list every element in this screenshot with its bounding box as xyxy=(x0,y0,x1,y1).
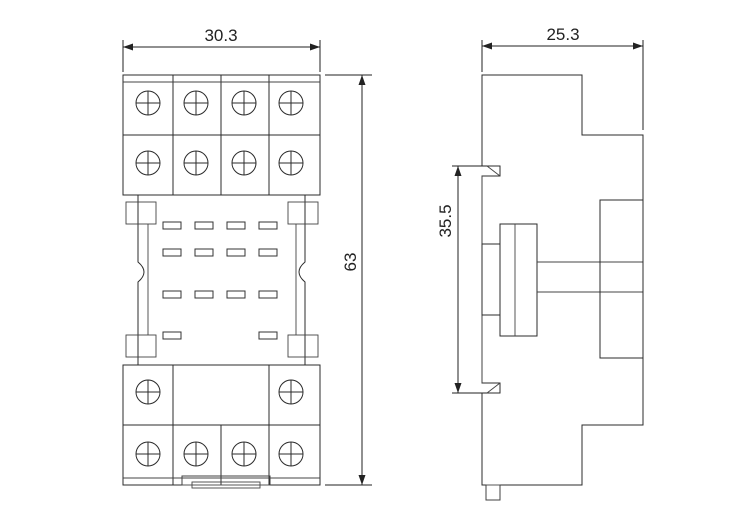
width-dimension: 30.3 xyxy=(122,26,321,72)
terminal-screw-icon xyxy=(135,150,161,176)
bottom-terminal-grid xyxy=(123,365,320,489)
pin-slot xyxy=(162,331,182,340)
terminal-screw-icon xyxy=(278,441,304,467)
top-terminal-grid xyxy=(123,75,320,195)
depth-dimension: 25.3 xyxy=(481,25,644,130)
front-view xyxy=(122,74,321,489)
terminal-screw-icon xyxy=(183,90,209,116)
height-dimension: 63 xyxy=(325,74,372,486)
terminal-screw-icon xyxy=(231,90,257,116)
rail-dimension-label: 35.5 xyxy=(436,204,455,237)
pin-slot xyxy=(194,290,214,299)
terminal-screw-icon xyxy=(278,150,304,176)
pin-slots xyxy=(162,221,278,340)
terminal-screw-icon xyxy=(278,379,304,405)
pin-slot xyxy=(162,290,182,299)
height-dimension-label: 63 xyxy=(341,253,360,272)
pin-slot xyxy=(226,221,246,230)
rail-dimension: 35.5 xyxy=(436,165,487,394)
pin-slot xyxy=(162,221,182,230)
terminal-screw-icon xyxy=(278,90,304,116)
terminal-screw-icon xyxy=(231,150,257,176)
terminal-screw-icon xyxy=(135,379,161,405)
pin-slot xyxy=(258,248,278,257)
terminal-screw-icon xyxy=(135,441,161,467)
pin-slot xyxy=(226,248,246,257)
terminal-screw-icon xyxy=(183,150,209,176)
pin-slot xyxy=(258,331,278,340)
terminal-screw-icon xyxy=(231,441,257,467)
middle-section xyxy=(123,194,320,366)
terminal-screw-icon xyxy=(183,441,209,467)
side-outline xyxy=(481,74,644,501)
width-dimension-label: 30.3 xyxy=(204,26,237,45)
pin-slot xyxy=(258,290,278,299)
side-view xyxy=(481,74,644,501)
depth-dimension-label: 25.3 xyxy=(546,25,579,44)
pin-slot xyxy=(226,290,246,299)
pin-slot xyxy=(194,221,214,230)
pin-slot xyxy=(258,221,278,230)
pin-slot xyxy=(162,248,182,257)
pin-slot xyxy=(194,248,214,257)
terminal-screws xyxy=(135,90,304,467)
terminal-screw-icon xyxy=(135,90,161,116)
